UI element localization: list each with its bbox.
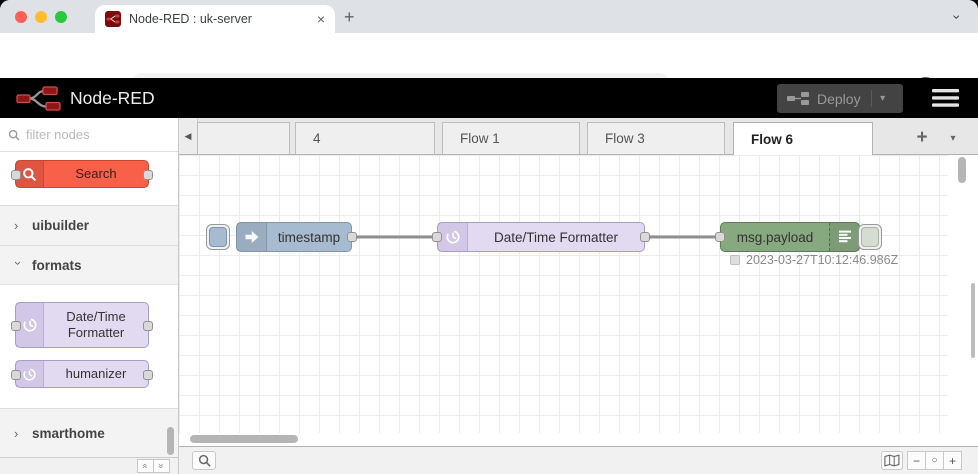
add-flow-button[interactable]: +	[916, 127, 928, 148]
tab-label: 4	[313, 131, 321, 146]
deploy-button[interactable]: Deploy ▾	[777, 84, 903, 113]
input-port[interactable]	[715, 232, 725, 242]
debug-toggle-button[interactable]	[858, 224, 882, 250]
page-scrollbar-thumb[interactable]	[971, 283, 975, 358]
canvas-node-datetime-formatter[interactable]: Date/Time Formatter	[437, 222, 645, 252]
deploy-options-button[interactable]: ▾	[880, 93, 886, 104]
node-status: 2023-03-27T10:12:46.986Z	[730, 253, 898, 267]
category-label: formats	[32, 257, 82, 273]
wires[interactable]	[179, 155, 978, 446]
palette-node-humanizer[interactable]: humanizer	[11, 360, 153, 388]
palette-category-uibuilder[interactable]: › uibuilder	[0, 205, 178, 245]
zoom-controls: − ○ +	[907, 451, 962, 470]
output-port[interactable]	[143, 321, 153, 331]
search-icon	[8, 129, 20, 141]
palette-footer	[0, 457, 178, 474]
debug-lines-icon	[829, 223, 859, 251]
tab-label: Flow 3	[605, 131, 645, 146]
node-red-favicon	[105, 11, 121, 27]
new-tab-button[interactable]: +	[344, 7, 355, 27]
window-close-button[interactable]	[15, 11, 27, 23]
workspace-footer	[179, 446, 978, 474]
tab-overview-button[interactable]: ›	[949, 14, 966, 20]
inject-arrow-icon	[237, 223, 267, 251]
vertical-scrollbar-thumb[interactable]	[958, 157, 966, 183]
deploy-icon	[787, 92, 809, 105]
node-label: timestamp	[277, 229, 341, 245]
app-title: Node-RED	[70, 87, 155, 108]
node-label: Date/Time Formatter	[66, 308, 126, 340]
node-palette: Search › uibuilder › formats Date/Time F…	[0, 118, 179, 474]
inject-button-fill	[209, 227, 227, 247]
zoom-in-button[interactable]: +	[943, 451, 962, 470]
window-zoom-button[interactable]	[55, 11, 67, 23]
tab-scroll-left-button[interactable]: ◀	[179, 118, 198, 154]
deploy-label: Deploy	[817, 90, 861, 107]
zoom-out-button[interactable]: −	[907, 451, 926, 470]
flow-tab-partial[interactable]: 2	[197, 122, 290, 154]
search-icon	[198, 454, 211, 467]
palette-category-smarthome[interactable]: › smarthome	[0, 408, 178, 457]
palette-filter[interactable]	[0, 118, 178, 152]
zoom-reset-button[interactable]: ○	[925, 451, 944, 470]
output-port[interactable]	[143, 170, 153, 180]
palette-category-formats[interactable]: › formats	[0, 245, 178, 285]
filter-nodes-input[interactable]	[26, 127, 156, 142]
chevron-down-icon: ›	[11, 260, 26, 265]
node-label: Search	[75, 165, 117, 181]
collapse-all-button[interactable]: «	[137, 459, 154, 473]
double-chevron-down-icon: »	[156, 463, 167, 469]
debug-button-fill	[861, 227, 879, 247]
node-label: Date/Time Formatter	[493, 229, 619, 245]
flow-canvas[interactable]: timestamp Date/Time Formatter msg.payloa…	[179, 155, 978, 446]
output-port[interactable]	[347, 232, 357, 242]
horizontal-scrollbar-thumb[interactable]	[190, 435, 298, 443]
input-port[interactable]	[11, 321, 21, 331]
node-label: msg.payload	[736, 229, 814, 245]
tab-label: 2	[198, 131, 199, 146]
double-chevron-up-icon: «	[140, 463, 151, 469]
map-icon	[884, 454, 900, 467]
palette-node-datetime-formatter[interactable]: Date/Time Formatter	[11, 302, 153, 348]
node-red-logo	[16, 85, 61, 111]
input-port[interactable]	[11, 170, 21, 180]
main-menu-button[interactable]	[932, 88, 959, 108]
flow-tab-flow6-active[interactable]: Flow 6	[733, 122, 873, 155]
navigator-toggle-button[interactable]	[881, 451, 903, 470]
palette-scrollbar-thumb[interactable]	[167, 427, 174, 455]
canvas-node-timestamp[interactable]: timestamp	[236, 222, 352, 252]
chevron-right-icon: ›	[14, 425, 19, 441]
window-minimize-button[interactable]	[35, 11, 47, 23]
inject-trigger-button[interactable]	[206, 224, 230, 250]
tab-label: Flow 6	[751, 131, 794, 147]
status-text: 2023-03-27T10:12:46.986Z	[746, 253, 899, 267]
canvas-grid	[179, 155, 948, 433]
browser-tab[interactable]: Node-RED : uk-server ×	[95, 5, 335, 33]
category-label: smarthome	[32, 425, 105, 441]
flow-tab-flow1[interactable]: Flow 1	[442, 122, 580, 154]
input-port[interactable]	[432, 232, 442, 242]
expand-all-button[interactable]: »	[153, 459, 170, 473]
tab-title: Node-RED : uk-server	[129, 12, 252, 26]
output-port[interactable]	[143, 370, 153, 380]
canvas-search-button[interactable]	[192, 451, 216, 470]
hamburger-menu-icon	[932, 89, 959, 107]
status-dot	[730, 255, 740, 265]
output-port[interactable]	[640, 232, 650, 242]
browser-toolbar: ← → Not Secure | uk-server:2718/#flow/cd…	[0, 33, 978, 104]
clock-icon	[438, 223, 468, 251]
palette-node-search[interactable]: Search	[11, 160, 153, 188]
input-port[interactable]	[11, 370, 21, 380]
tab-close-icon[interactable]: ×	[316, 11, 325, 27]
category-label: uibuilder	[32, 218, 89, 233]
node-label: humanizer	[65, 365, 127, 381]
flow-tab-4[interactable]: 4	[295, 122, 435, 154]
tab-label: Flow 1	[460, 131, 500, 146]
flow-tab-flow3[interactable]: Flow 3	[587, 122, 725, 154]
deploy-divider	[870, 90, 872, 107]
flow-list-button[interactable]: ▾	[950, 132, 956, 144]
chevron-right-icon: ›	[14, 218, 19, 233]
browser-tab-strip: Node-RED : uk-server × + ›	[0, 0, 978, 33]
canvas-node-msg-payload[interactable]: msg.payload	[720, 222, 860, 252]
